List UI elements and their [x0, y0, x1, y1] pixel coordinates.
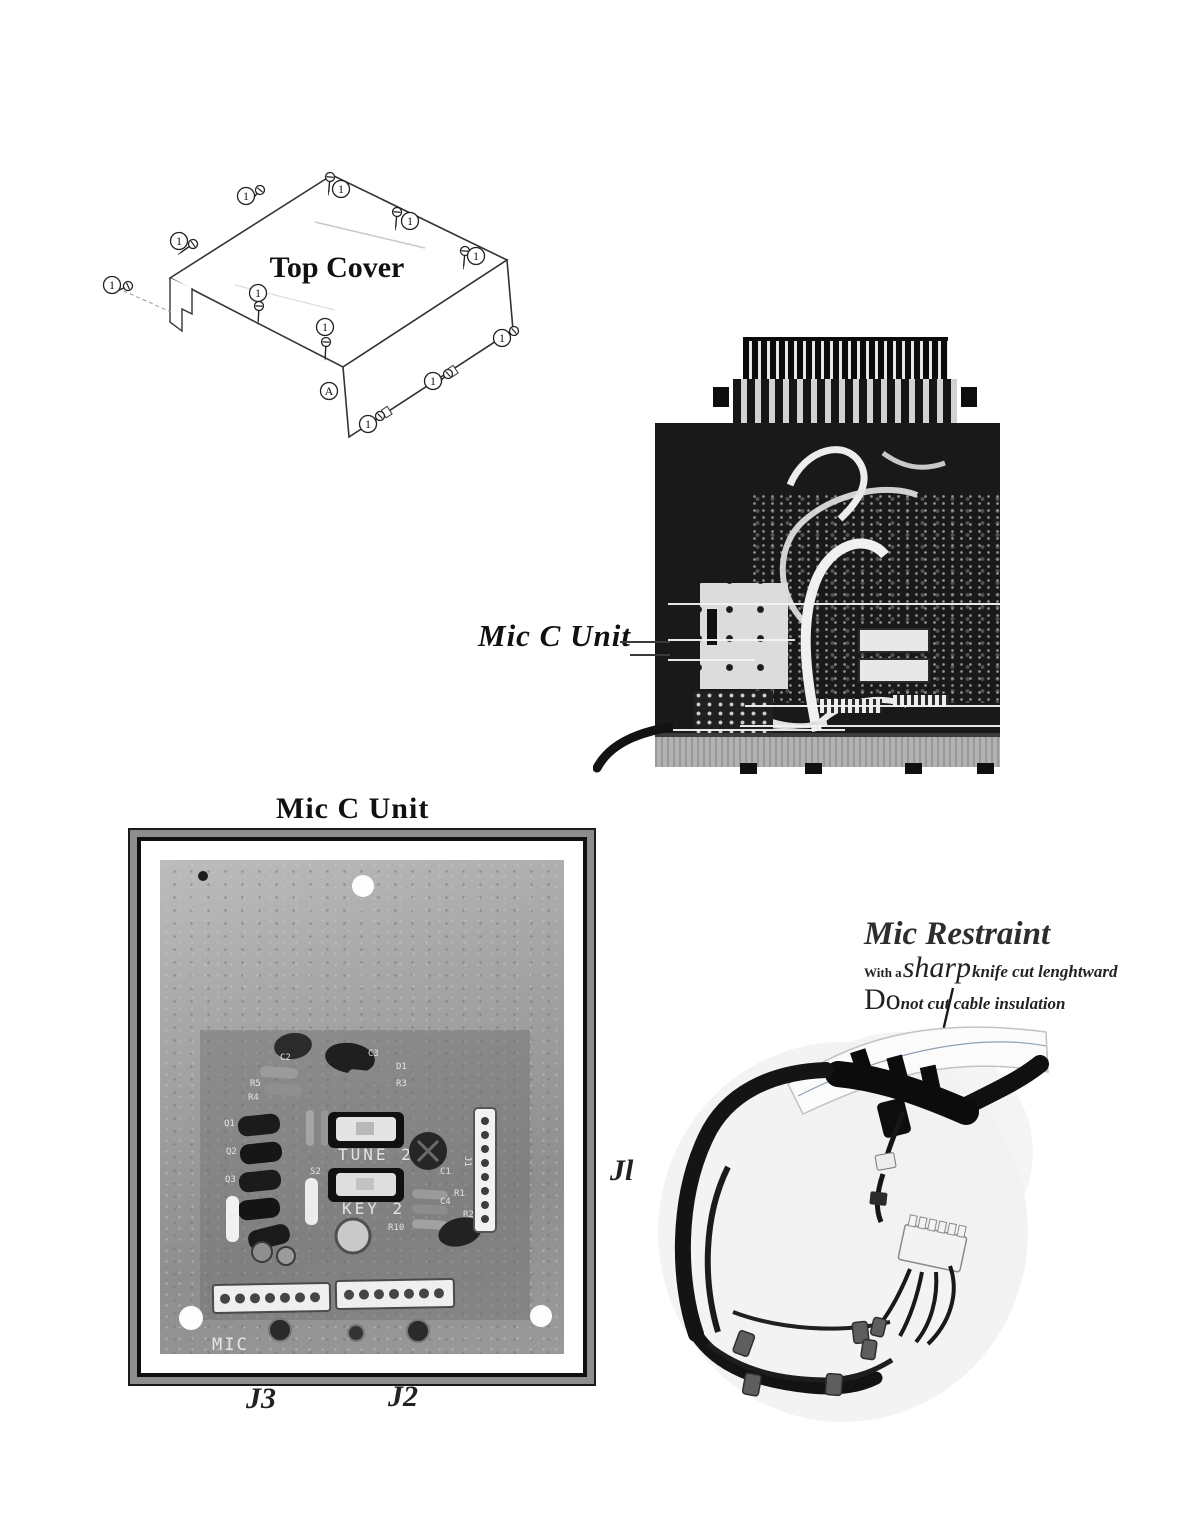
top-cover-title: Top Cover [270, 251, 405, 284]
chassis-nub [713, 387, 729, 407]
mic-c-unit-heading: Mic C Unit [276, 792, 430, 825]
svg-text:R3: R3 [396, 1079, 407, 1089]
subboard-slot [707, 609, 717, 645]
svg-text:J1: J1 [462, 1156, 472, 1167]
svg-text:R5: R5 [250, 1079, 261, 1089]
svg-text:1: 1 [255, 286, 261, 300]
mic-silk-label: MIC [212, 1335, 249, 1354]
svg-text:R1: R1 [454, 1189, 465, 1199]
svg-text:1: 1 [322, 320, 328, 334]
panel-callout-a: A [319, 381, 339, 401]
callout-hairline [668, 659, 755, 661]
svg-text:1: 1 [243, 189, 249, 203]
panel-knob [905, 763, 922, 774]
speaker-subboard [700, 583, 788, 689]
svg-text:1: 1 [499, 331, 505, 345]
tune-label: TUNE 2 [338, 1145, 414, 1164]
branch-wires [869, 1111, 968, 1346]
photo-grain [160, 860, 564, 1354]
j2-connector [334, 1278, 456, 1310]
j1-label: Jl [610, 1154, 634, 1187]
svg-text:1: 1 [430, 374, 436, 388]
mounting-hole [179, 1306, 203, 1330]
board-connector [893, 695, 949, 707]
mic-c-unit-photo-frame: TUNE 2 KEY 2 [128, 828, 596, 1386]
round-capacitor [334, 1217, 372, 1255]
key-relay [328, 1168, 404, 1202]
svg-text:D1: D1 [396, 1062, 407, 1072]
panel-knob [977, 763, 994, 774]
mic-c-unit-callout-label: Mic C Unit [478, 618, 631, 653]
board-spot [198, 871, 208, 881]
top-cover-figure: 1 1 1 1 1 1 1 1 1 1 1 A Top Cover [102, 171, 522, 439]
cable-clips [732, 1316, 888, 1397]
photo-mat: TUNE 2 KEY 2 [137, 837, 587, 1377]
svg-text:R10: R10 [388, 1223, 404, 1233]
svg-text:Q1: Q1 [224, 1119, 235, 1129]
chassis-nub [961, 387, 977, 407]
mic-c-leader-line [620, 641, 670, 643]
svg-text:1: 1 [176, 234, 182, 248]
tune-relay [328, 1112, 404, 1148]
svg-text:R2: R2 [463, 1210, 474, 1220]
svg-text:1: 1 [365, 417, 371, 431]
svg-text:1: 1 [109, 278, 115, 292]
multipin-connector [897, 1214, 968, 1273]
panel-knob [805, 763, 822, 774]
svg-text:C3: C3 [368, 1049, 379, 1059]
mic-c-leader-line [630, 654, 670, 656]
svg-text:R4: R4 [248, 1093, 259, 1103]
mounting-hole [530, 1305, 552, 1327]
mic-restraint-note: Mic Restraint With asharpknife cut lengh… [864, 916, 1134, 1017]
heatsink-lower-fins [733, 379, 957, 424]
callout-hairline [740, 725, 1000, 727]
mic-restraint-instruction-1: With asharpknife cut lenghtward [864, 951, 1118, 984]
j3-label: J3 [246, 1382, 276, 1415]
radio-chassis [655, 423, 1000, 733]
relay-module [858, 658, 930, 683]
mic-c-unit-photo: TUNE 2 KEY 2 [160, 860, 564, 1354]
callout-hairline [745, 705, 1000, 707]
mic-restraint-instruction-2: Donot cut cable insulation [864, 983, 1066, 1016]
svg-text:1: 1 [338, 182, 344, 196]
svg-text:A: A [325, 384, 334, 398]
top-cover-drawing [116, 174, 514, 439]
svg-text:Q2: Q2 [226, 1147, 237, 1157]
j3-connector [211, 1282, 332, 1314]
svg-text:C2: C2 [280, 1053, 291, 1063]
callout-hairline [668, 603, 1000, 605]
mounting-hole [352, 875, 374, 897]
mic-c-leader-inner [668, 729, 845, 731]
pcb-components: TUNE 2 KEY 2 [179, 871, 552, 1354]
heatsink-upper-fins [743, 337, 948, 383]
j1-connector [473, 1107, 497, 1233]
svg-text:1: 1 [473, 249, 479, 263]
screw-callouts: 1 1 1 1 1 1 1 1 1 1 1 A [102, 179, 512, 434]
power-cord [593, 722, 673, 773]
svg-text:C1: C1 [440, 1167, 451, 1177]
cable-restraint [825, 1048, 1049, 1138]
mic-restraint-title: Mic Restraint [864, 916, 1051, 952]
callout-hairline [668, 639, 795, 641]
svg-text:Q3: Q3 [225, 1175, 236, 1185]
panel-knob [740, 763, 757, 774]
svg-text:S2: S2 [310, 1167, 321, 1177]
key-label: KEY 2 [342, 1199, 405, 1218]
radio-interior-photo [593, 335, 1000, 777]
j2-label: J2 [388, 1380, 418, 1413]
svg-text:C4: C4 [440, 1197, 451, 1207]
relay-module [858, 628, 930, 653]
svg-text:1: 1 [407, 214, 413, 228]
mic-restraint-cable-photo [658, 987, 1049, 1422]
front-panel-edge [655, 733, 1000, 767]
